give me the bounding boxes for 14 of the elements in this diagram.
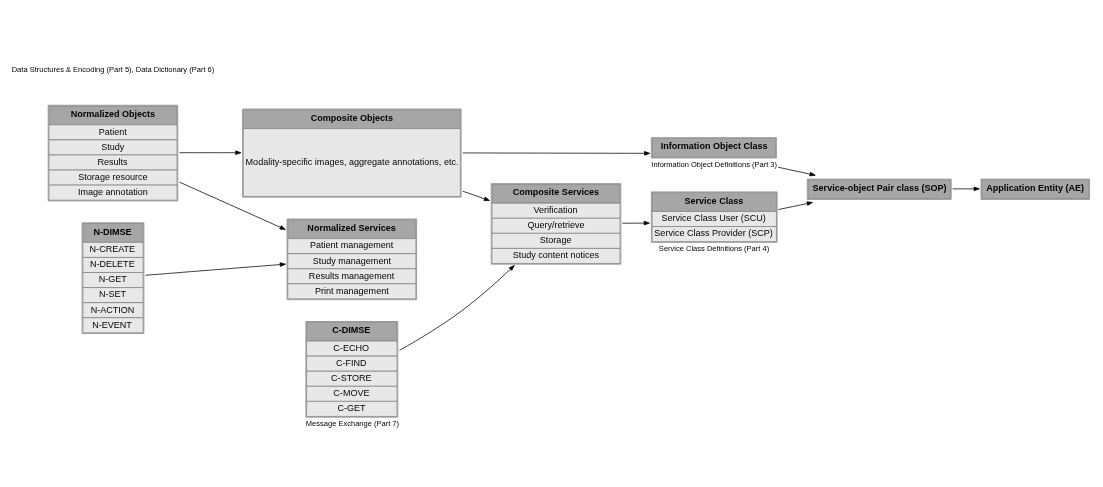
label: Data Structures & Encoding (Part 5), Data Dictionary (Part 6) <box>11 65 215 75</box>
node-label: Message Exchange (Part 7) <box>305 419 400 429</box>
arrow <box>777 201 813 210</box>
node-label: Service Class Definitions (Part 4) <box>658 244 770 254</box>
arrow <box>462 151 651 156</box>
arrow <box>622 220 650 226</box>
arrow <box>952 186 980 192</box>
arrow <box>179 150 242 155</box>
node-label: Information Object Definitions (Part 3) <box>651 160 778 170</box>
arrow <box>777 166 816 177</box>
arrow <box>462 190 490 201</box>
arrow <box>179 181 286 230</box>
arrow <box>145 262 286 276</box>
arrow <box>399 265 515 351</box>
